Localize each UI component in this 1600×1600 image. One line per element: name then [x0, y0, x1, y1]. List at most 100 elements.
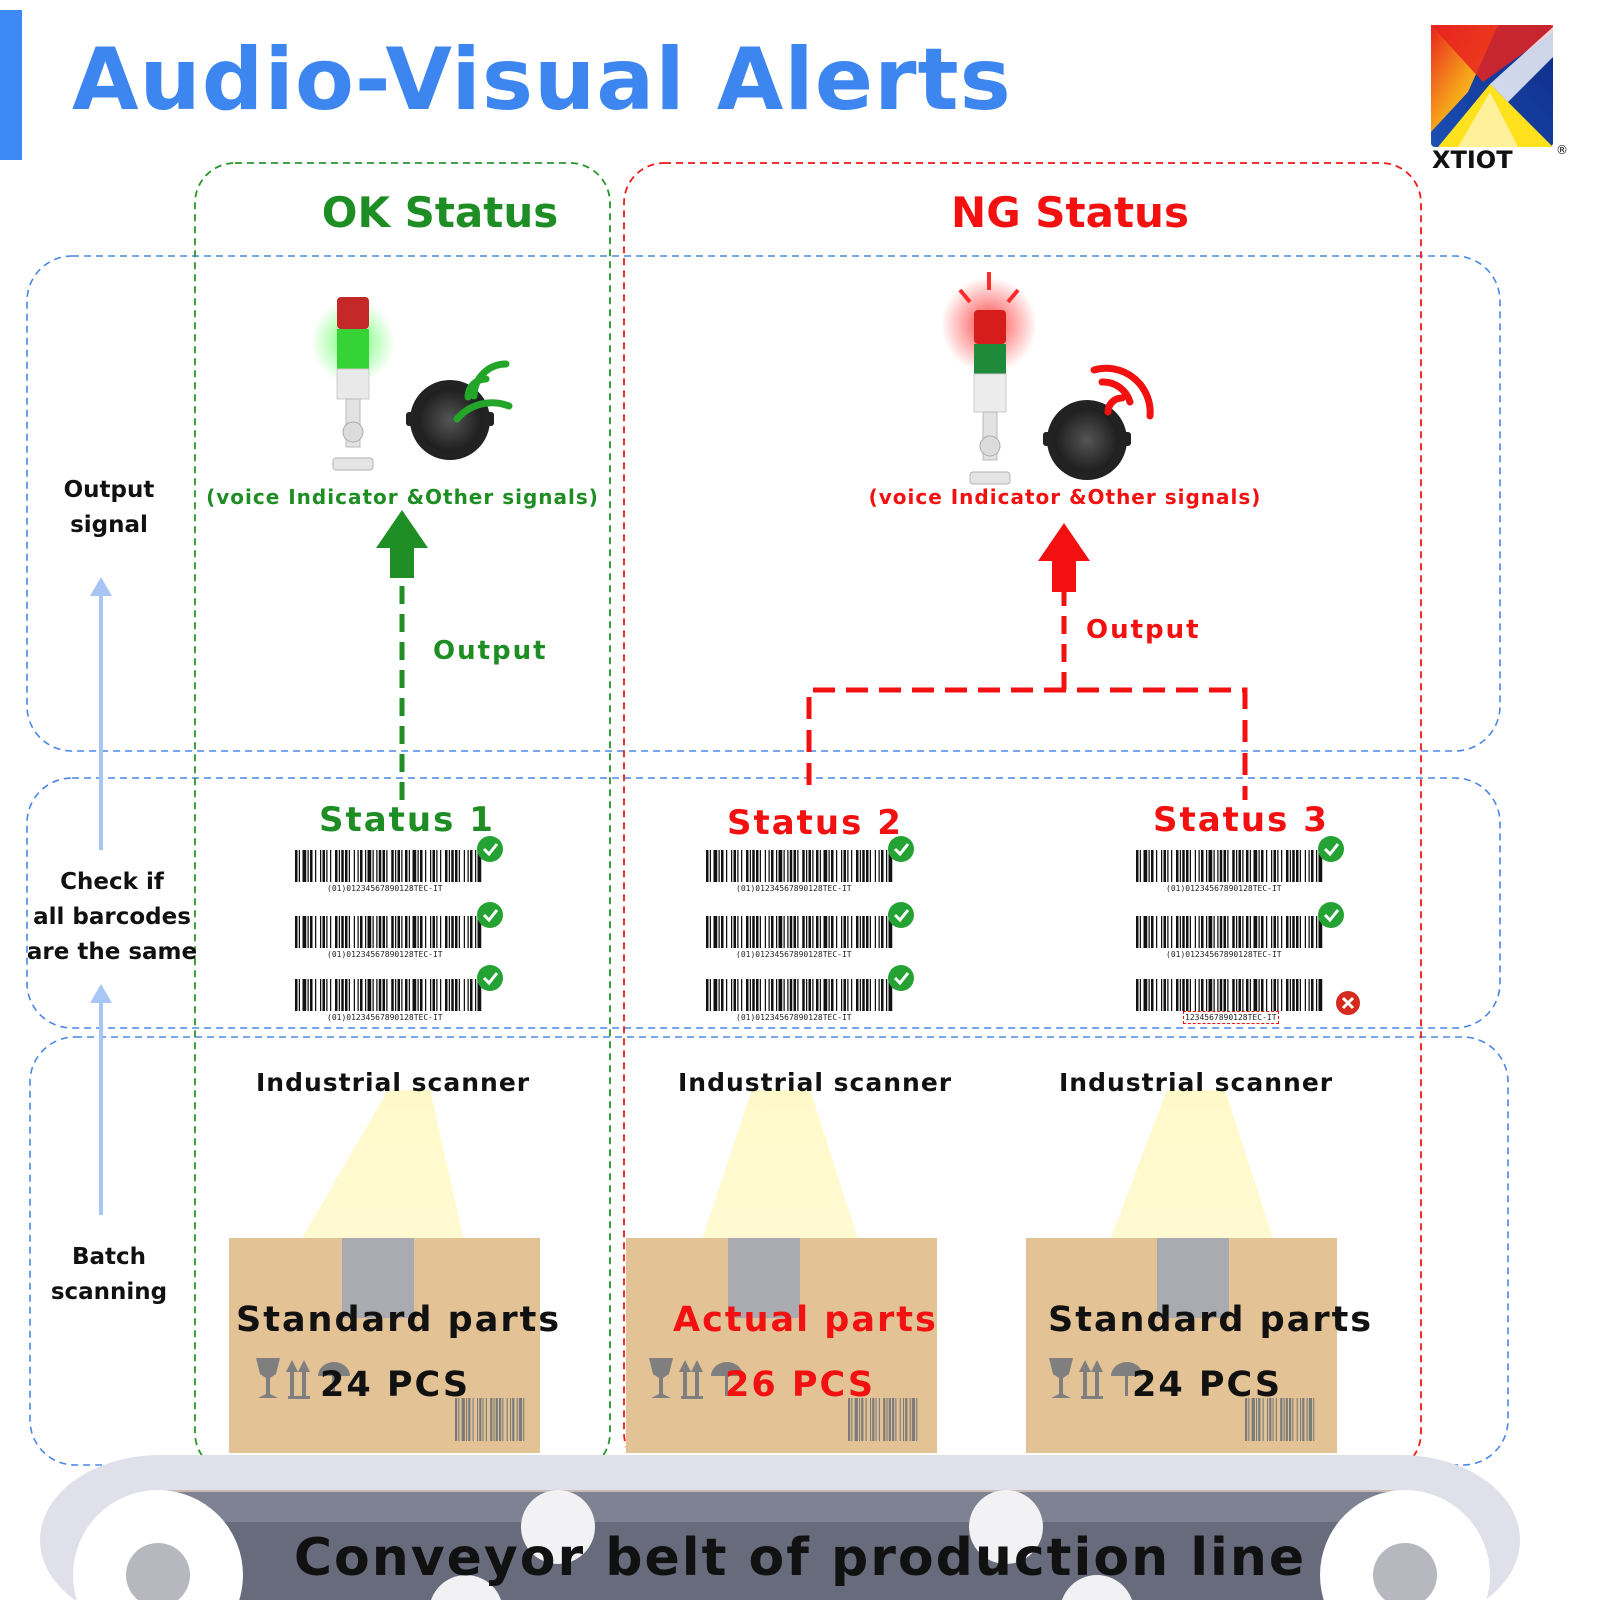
side-label-line: signal [70, 512, 148, 538]
box-barcode-bar [875, 1398, 877, 1441]
barcode-bar [1151, 850, 1154, 882]
box-barcode-bar [490, 1398, 493, 1441]
barcode-bar [378, 916, 382, 948]
barcode-bar [357, 979, 359, 1011]
side-label-line: all barcodes [33, 904, 191, 930]
barcode-bar [1194, 916, 1196, 948]
barcode-bar [726, 850, 728, 882]
barcode-graphic [706, 850, 893, 882]
box-barcode-bar [859, 1398, 861, 1441]
barcode-graphic [1136, 979, 1323, 1011]
barcode-graphic [295, 979, 482, 1011]
check-icon-tick [1323, 843, 1340, 857]
barcode-bar [706, 916, 709, 948]
barcode-bar [360, 979, 363, 1011]
check-icon [888, 902, 914, 928]
barcode-bar [1136, 850, 1139, 882]
barcode-bar [1289, 916, 1291, 948]
check-icon [477, 965, 503, 991]
barcode-bar [812, 916, 814, 948]
barcode-bar [1219, 850, 1223, 882]
barcode-bar [430, 850, 432, 882]
barcode-bar [420, 850, 423, 882]
barcode-bar [310, 916, 313, 948]
barcode-bar [836, 850, 838, 882]
barcode-bar [1242, 916, 1244, 948]
handling-icons-2 [649, 1358, 743, 1399]
barcode-bar [1213, 850, 1215, 882]
barcode-bar [721, 979, 724, 1011]
barcode-bar [1246, 979, 1249, 1011]
barcode-bar [458, 850, 460, 882]
barcode-bar [1238, 916, 1241, 948]
barcode-bar [1198, 850, 1200, 882]
ok-status-title: OK Status [321, 188, 559, 237]
barcode-bar [1318, 916, 1323, 948]
barcode-bar [1318, 979, 1323, 1011]
carton-box-3 [1026, 1238, 1337, 1453]
box-barcode-bar [479, 1398, 482, 1441]
barcode-bar [881, 850, 884, 882]
barcode-bar [467, 979, 469, 1011]
barcode-bar [819, 979, 821, 1011]
barcode-bar [1171, 979, 1173, 1011]
barcode-bar [797, 979, 799, 1011]
barcode-bar [1143, 979, 1148, 1011]
barcode-bar [330, 850, 332, 882]
barcode-bar [408, 979, 410, 1011]
barcode-bar [436, 916, 438, 948]
barcode-bar [365, 850, 367, 882]
barcode-bar [1223, 979, 1226, 1011]
barcode-bar [1286, 979, 1289, 1011]
barcode-bar [451, 850, 454, 882]
barcode-bar [802, 850, 805, 882]
barcode-bar [470, 979, 473, 1011]
barcode-bar [1308, 916, 1310, 948]
barcode-bar [1156, 850, 1158, 882]
barcode-bar [793, 850, 796, 882]
barcode-bar [816, 979, 819, 1011]
barcode-bar [808, 979, 811, 1011]
barcode-bar [823, 979, 828, 1011]
barcode-bar [1271, 916, 1273, 948]
barcode-bar [412, 850, 417, 882]
box-barcode-bar [1269, 1398, 1272, 1441]
barcode-bar [709, 850, 711, 882]
barcode-bar [1271, 979, 1273, 1011]
barcode-bar [874, 850, 876, 882]
barcode-bar [1281, 916, 1283, 948]
barcode-bar [1151, 916, 1154, 948]
barcode-bar [1253, 916, 1258, 948]
barcode-bar [888, 979, 893, 1011]
box-barcode-bar [1302, 1398, 1305, 1441]
barcode-bar [386, 916, 388, 948]
check-icon-bg [888, 902, 914, 928]
barcode-bar [1176, 916, 1179, 948]
barcode-bar [731, 916, 733, 948]
check-icon [1318, 836, 1344, 862]
barcode-bar [1311, 979, 1314, 1011]
scanner-3-label: Industrial scanner [1059, 1068, 1334, 1097]
scanner-beam-2 [700, 1090, 860, 1245]
barcode-bar [448, 979, 450, 1011]
barcode-bar [787, 979, 789, 1011]
barcode-bar [412, 916, 417, 948]
barcode-text: (01)01234567890128TEC-IT [327, 1013, 443, 1022]
barcode-bar [859, 916, 861, 948]
barcode-bar [445, 850, 448, 882]
barcode-bar [1299, 979, 1301, 1011]
barcode-bar [816, 850, 819, 882]
barcode-bar [741, 916, 743, 948]
barcode-bar [345, 850, 348, 882]
barcode-bar [1292, 979, 1295, 1011]
barcode-bar [1227, 850, 1229, 882]
box-barcode-bar [468, 1398, 471, 1441]
barcode-bar [455, 850, 458, 882]
box-barcode-bar [499, 1398, 502, 1441]
barcode-bar [430, 979, 432, 1011]
barcode-bar [430, 916, 432, 948]
barcode-bar [367, 979, 372, 1011]
box-barcode-bar [1272, 1398, 1274, 1441]
barcode-bar [360, 916, 363, 948]
